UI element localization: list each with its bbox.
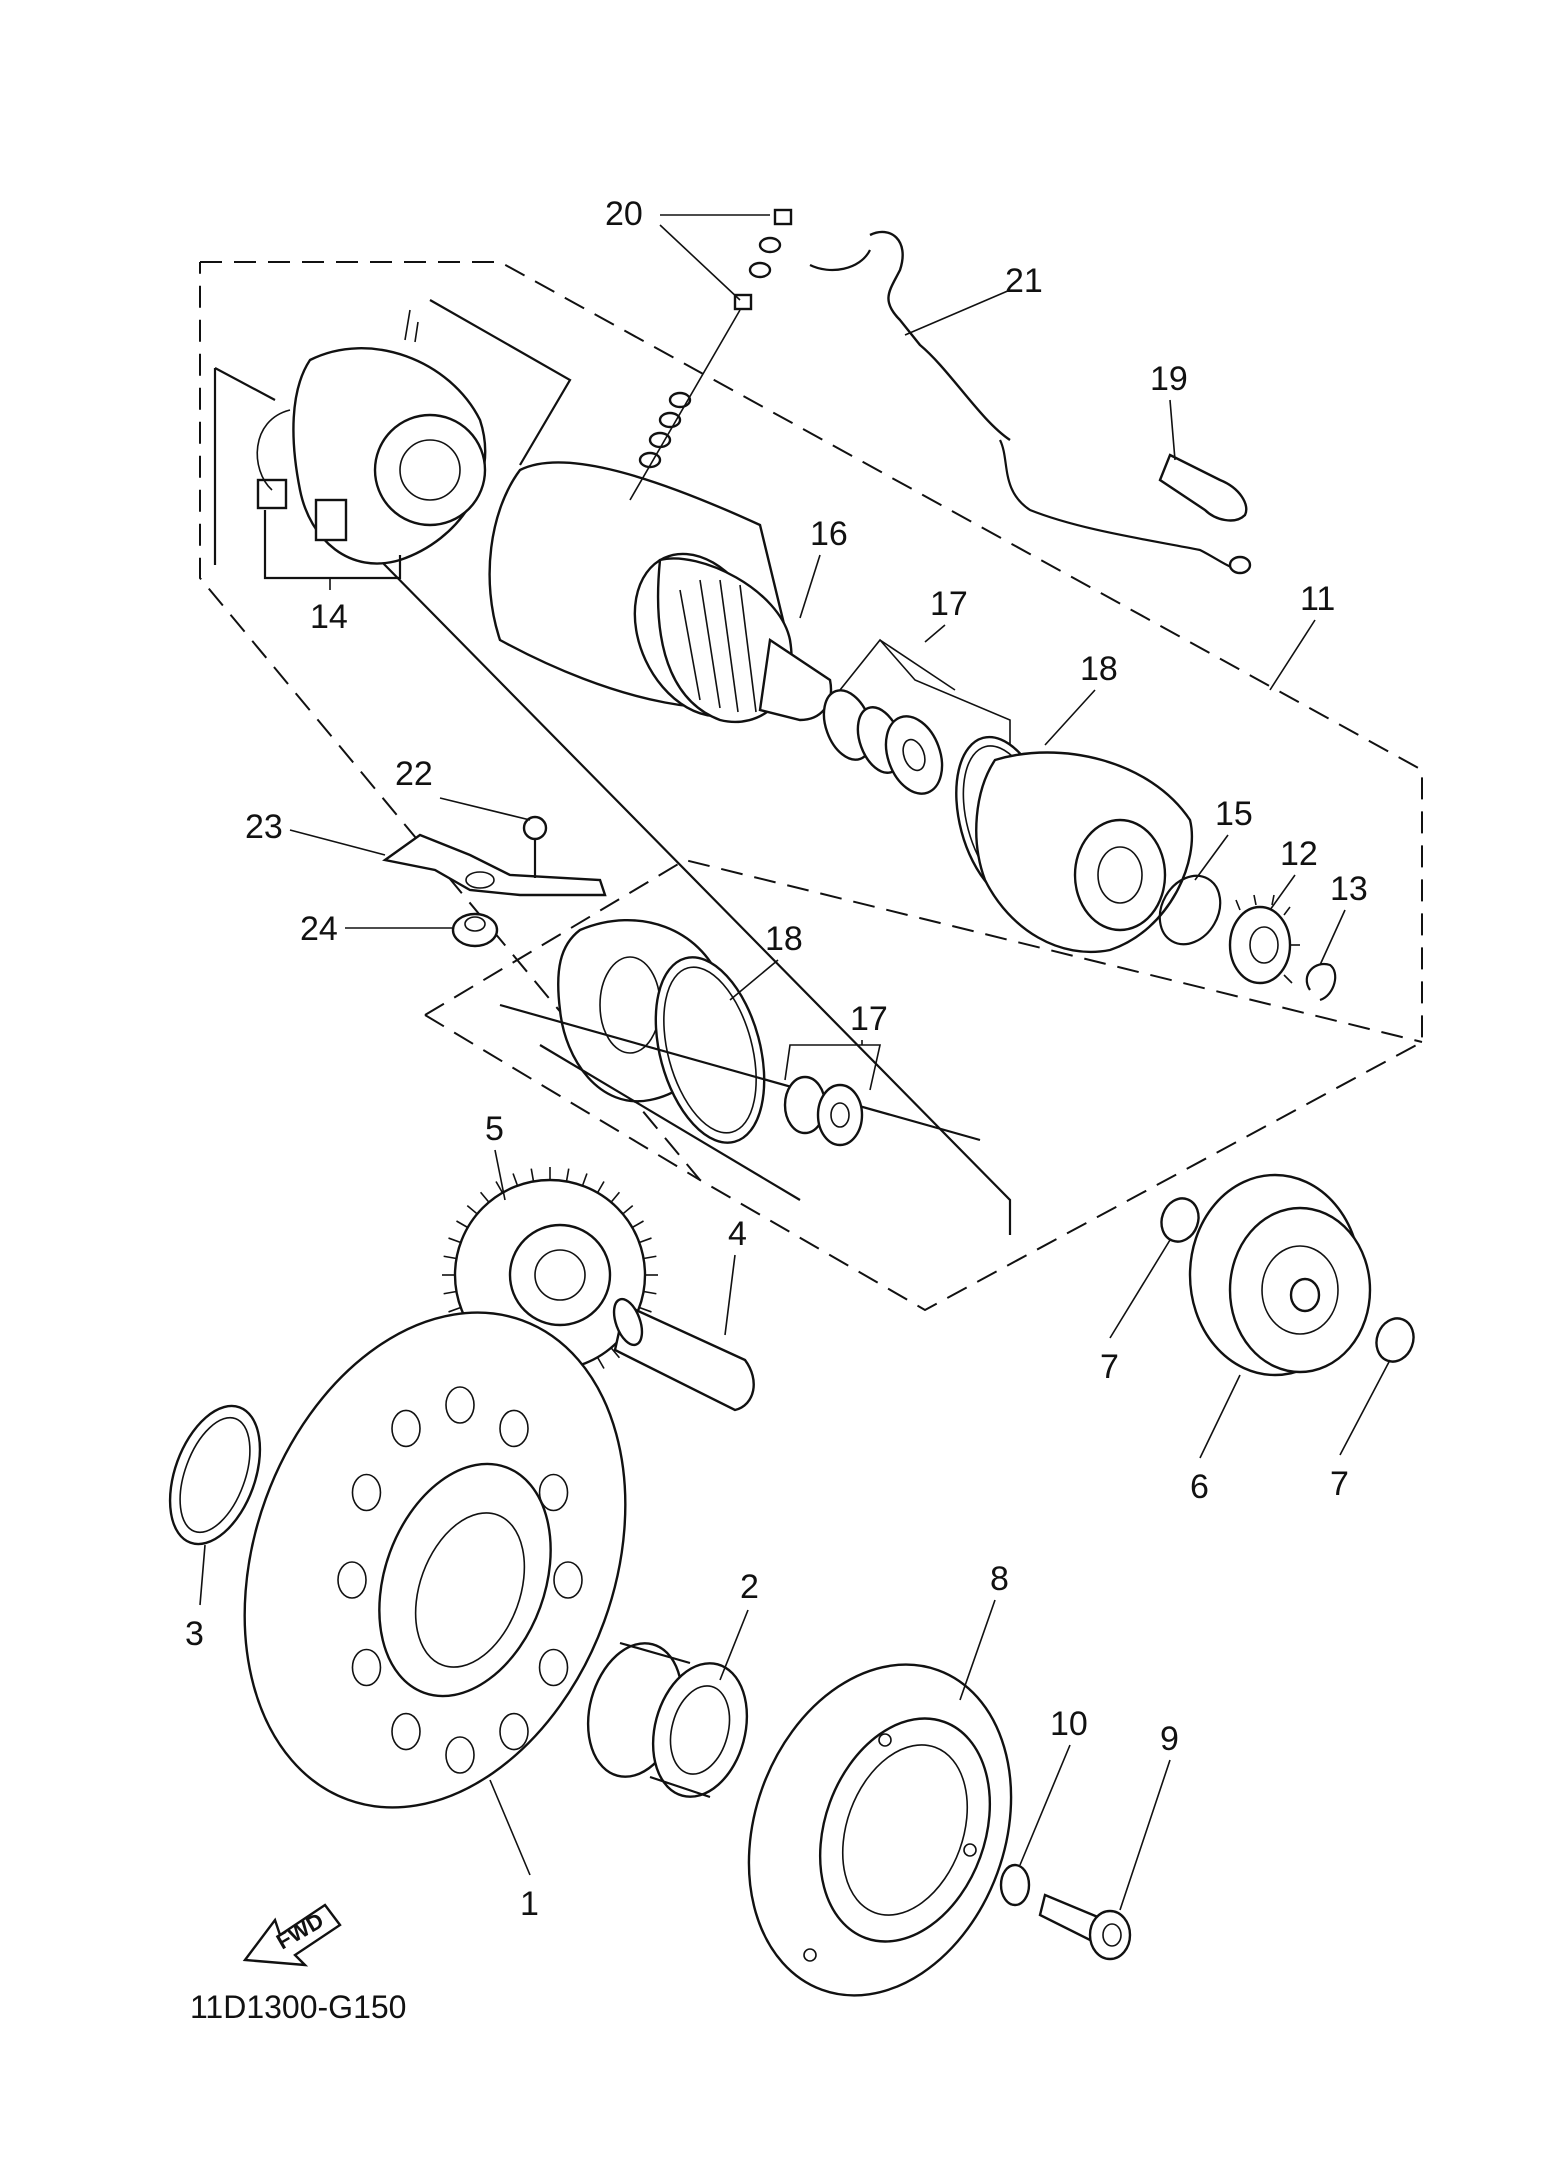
washer-part-7-upper: [1160, 1197, 1200, 1243]
o-ring-part-15: [1158, 874, 1222, 946]
washer-part-10: [999, 1863, 1031, 1907]
fwd-arrow-icon: FWD: [242, 1903, 342, 1967]
callout-12: 12: [1280, 835, 1318, 873]
damper-part-24: [451, 912, 499, 948]
callout-1: 1: [520, 1885, 539, 1923]
callout-16: 16: [810, 515, 848, 553]
drawing-code: 11D1300-G150: [190, 1989, 406, 2025]
starter-cable-part-21: [809, 230, 1252, 575]
callout-21: 21: [1005, 262, 1043, 300]
armature-part-16: [488, 461, 833, 724]
callout-7-upper: 7: [1100, 1348, 1119, 1386]
callout-8: 8: [990, 1560, 1009, 1598]
idler-shaft-part-4: [612, 1297, 755, 1412]
callout-15: 15: [1215, 795, 1253, 833]
washer-part-7-lower: [1375, 1317, 1415, 1363]
brush-holder-part-14: [256, 309, 487, 580]
bracket-part-23: [382, 833, 607, 897]
callout-23: 23: [245, 808, 283, 846]
callout-9: 9: [1160, 1720, 1179, 1758]
part-callouts: 1 2 3 4 5 6 7 7 8 9 10 11 12 13 14 15 16…: [185, 195, 1368, 1923]
circlip-part-13: [1305, 962, 1337, 1002]
callout-24: 24: [300, 910, 338, 948]
callout-4: 4: [728, 1215, 747, 1253]
callout-10: 10: [1050, 1705, 1088, 1743]
needle-bearing-part-2: [586, 1641, 749, 1799]
callout-13: 13: [1330, 870, 1368, 908]
terminal-nuts-part-20: [629, 208, 793, 501]
pinion-gear-part-12: [1228, 894, 1300, 985]
starter-clutch-part-8: [747, 1663, 1013, 1997]
callout-19: 19: [1150, 360, 1188, 398]
washers-part-17-lower: [783, 1044, 881, 1147]
callout-5: 5: [485, 1110, 504, 1148]
terminal-cap-part-19: [1158, 453, 1248, 522]
front-cover: [975, 751, 1194, 954]
bolt-part-9: [1038, 1893, 1132, 1961]
starter-gear-part-6: [1188, 1173, 1372, 1377]
callout-6: 6: [1190, 1468, 1209, 1506]
bolt-part-22: [522, 815, 548, 878]
thrust-washer-part-3: [168, 1404, 262, 1546]
callout-18-lower: 18: [765, 920, 803, 958]
callout-11: 11: [1300, 580, 1335, 618]
starter-clutch-gear-part-1: [243, 1311, 627, 1809]
callout-20: 20: [605, 195, 643, 233]
callout-2: 2: [740, 1568, 759, 1606]
callout-7-lower: 7: [1330, 1465, 1349, 1503]
rear-cover: [499, 919, 981, 1201]
callout-22: 22: [395, 755, 433, 793]
callout-14: 14: [310, 598, 348, 636]
motor-housing-outline: [213, 299, 1012, 1235]
starter-motor-assembly-outline: [199, 261, 1423, 1312]
callout-18-upper: 18: [1080, 650, 1118, 688]
callout-3: 3: [185, 1615, 204, 1653]
washers-part-17-upper: [822, 638, 1011, 795]
leader-lines: [199, 214, 1391, 1911]
callout-17-lower: 17: [850, 1000, 888, 1038]
callout-17-upper: 17: [930, 585, 968, 623]
